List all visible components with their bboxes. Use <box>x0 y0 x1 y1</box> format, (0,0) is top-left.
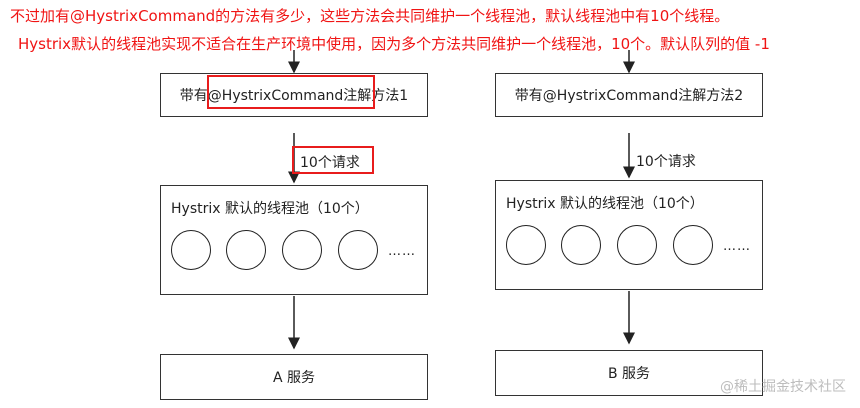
thread-circle <box>617 225 657 265</box>
thread-circle <box>282 230 322 270</box>
thread-pool-right: Hystrix 默认的线程池（10个） …… <box>495 180 763 290</box>
watermark: @稀土掘金技术社区 <box>720 379 846 395</box>
annotation-note-1: 不过加有@HystrixCommand的方法有多少，这些方法会共同维护一个线程池… <box>10 7 730 25</box>
thread-circle <box>226 230 266 270</box>
more-threads-ellipsis: …… <box>388 244 416 259</box>
annotation-note-2: Hystrix默认的线程池实现不适合在生产环境中使用，因为多个方法共同维护一个线… <box>18 35 770 53</box>
method-2-box: 带有@HystrixCommand注解方法2 <box>495 73 763 117</box>
thread-circle <box>338 230 378 270</box>
more-threads-ellipsis: …… <box>723 239 751 254</box>
thread-circle <box>506 225 546 265</box>
thread-circle <box>561 225 601 265</box>
thread-circle <box>673 225 713 265</box>
method-1-label: 带有@HystrixCommand注解方法1 <box>179 88 409 104</box>
thread-pool-left-title: Hystrix 默认的线程池（10个） <box>171 201 369 217</box>
request-label-right: 10个请求 <box>636 154 696 170</box>
highlight-annotation-name <box>207 75 375 109</box>
thread-pool-left: Hystrix 默认的线程池（10个） …… <box>160 185 428 295</box>
service-a-label: A 服务 <box>272 370 316 386</box>
thread-circle <box>171 230 211 270</box>
thread-pool-right-title: Hystrix 默认的线程池（10个） <box>506 196 704 212</box>
service-a-box: A 服务 <box>160 354 428 400</box>
highlight-request-count <box>292 146 374 174</box>
request-label-left: 10个请求 <box>300 155 360 171</box>
service-b-box: B 服务 <box>495 350 763 396</box>
method-1-box: 带有@HystrixCommand注解方法1 <box>160 73 428 117</box>
method-2-label: 带有@HystrixCommand注解方法2 <box>514 88 744 104</box>
service-b-label: B 服务 <box>607 366 651 382</box>
